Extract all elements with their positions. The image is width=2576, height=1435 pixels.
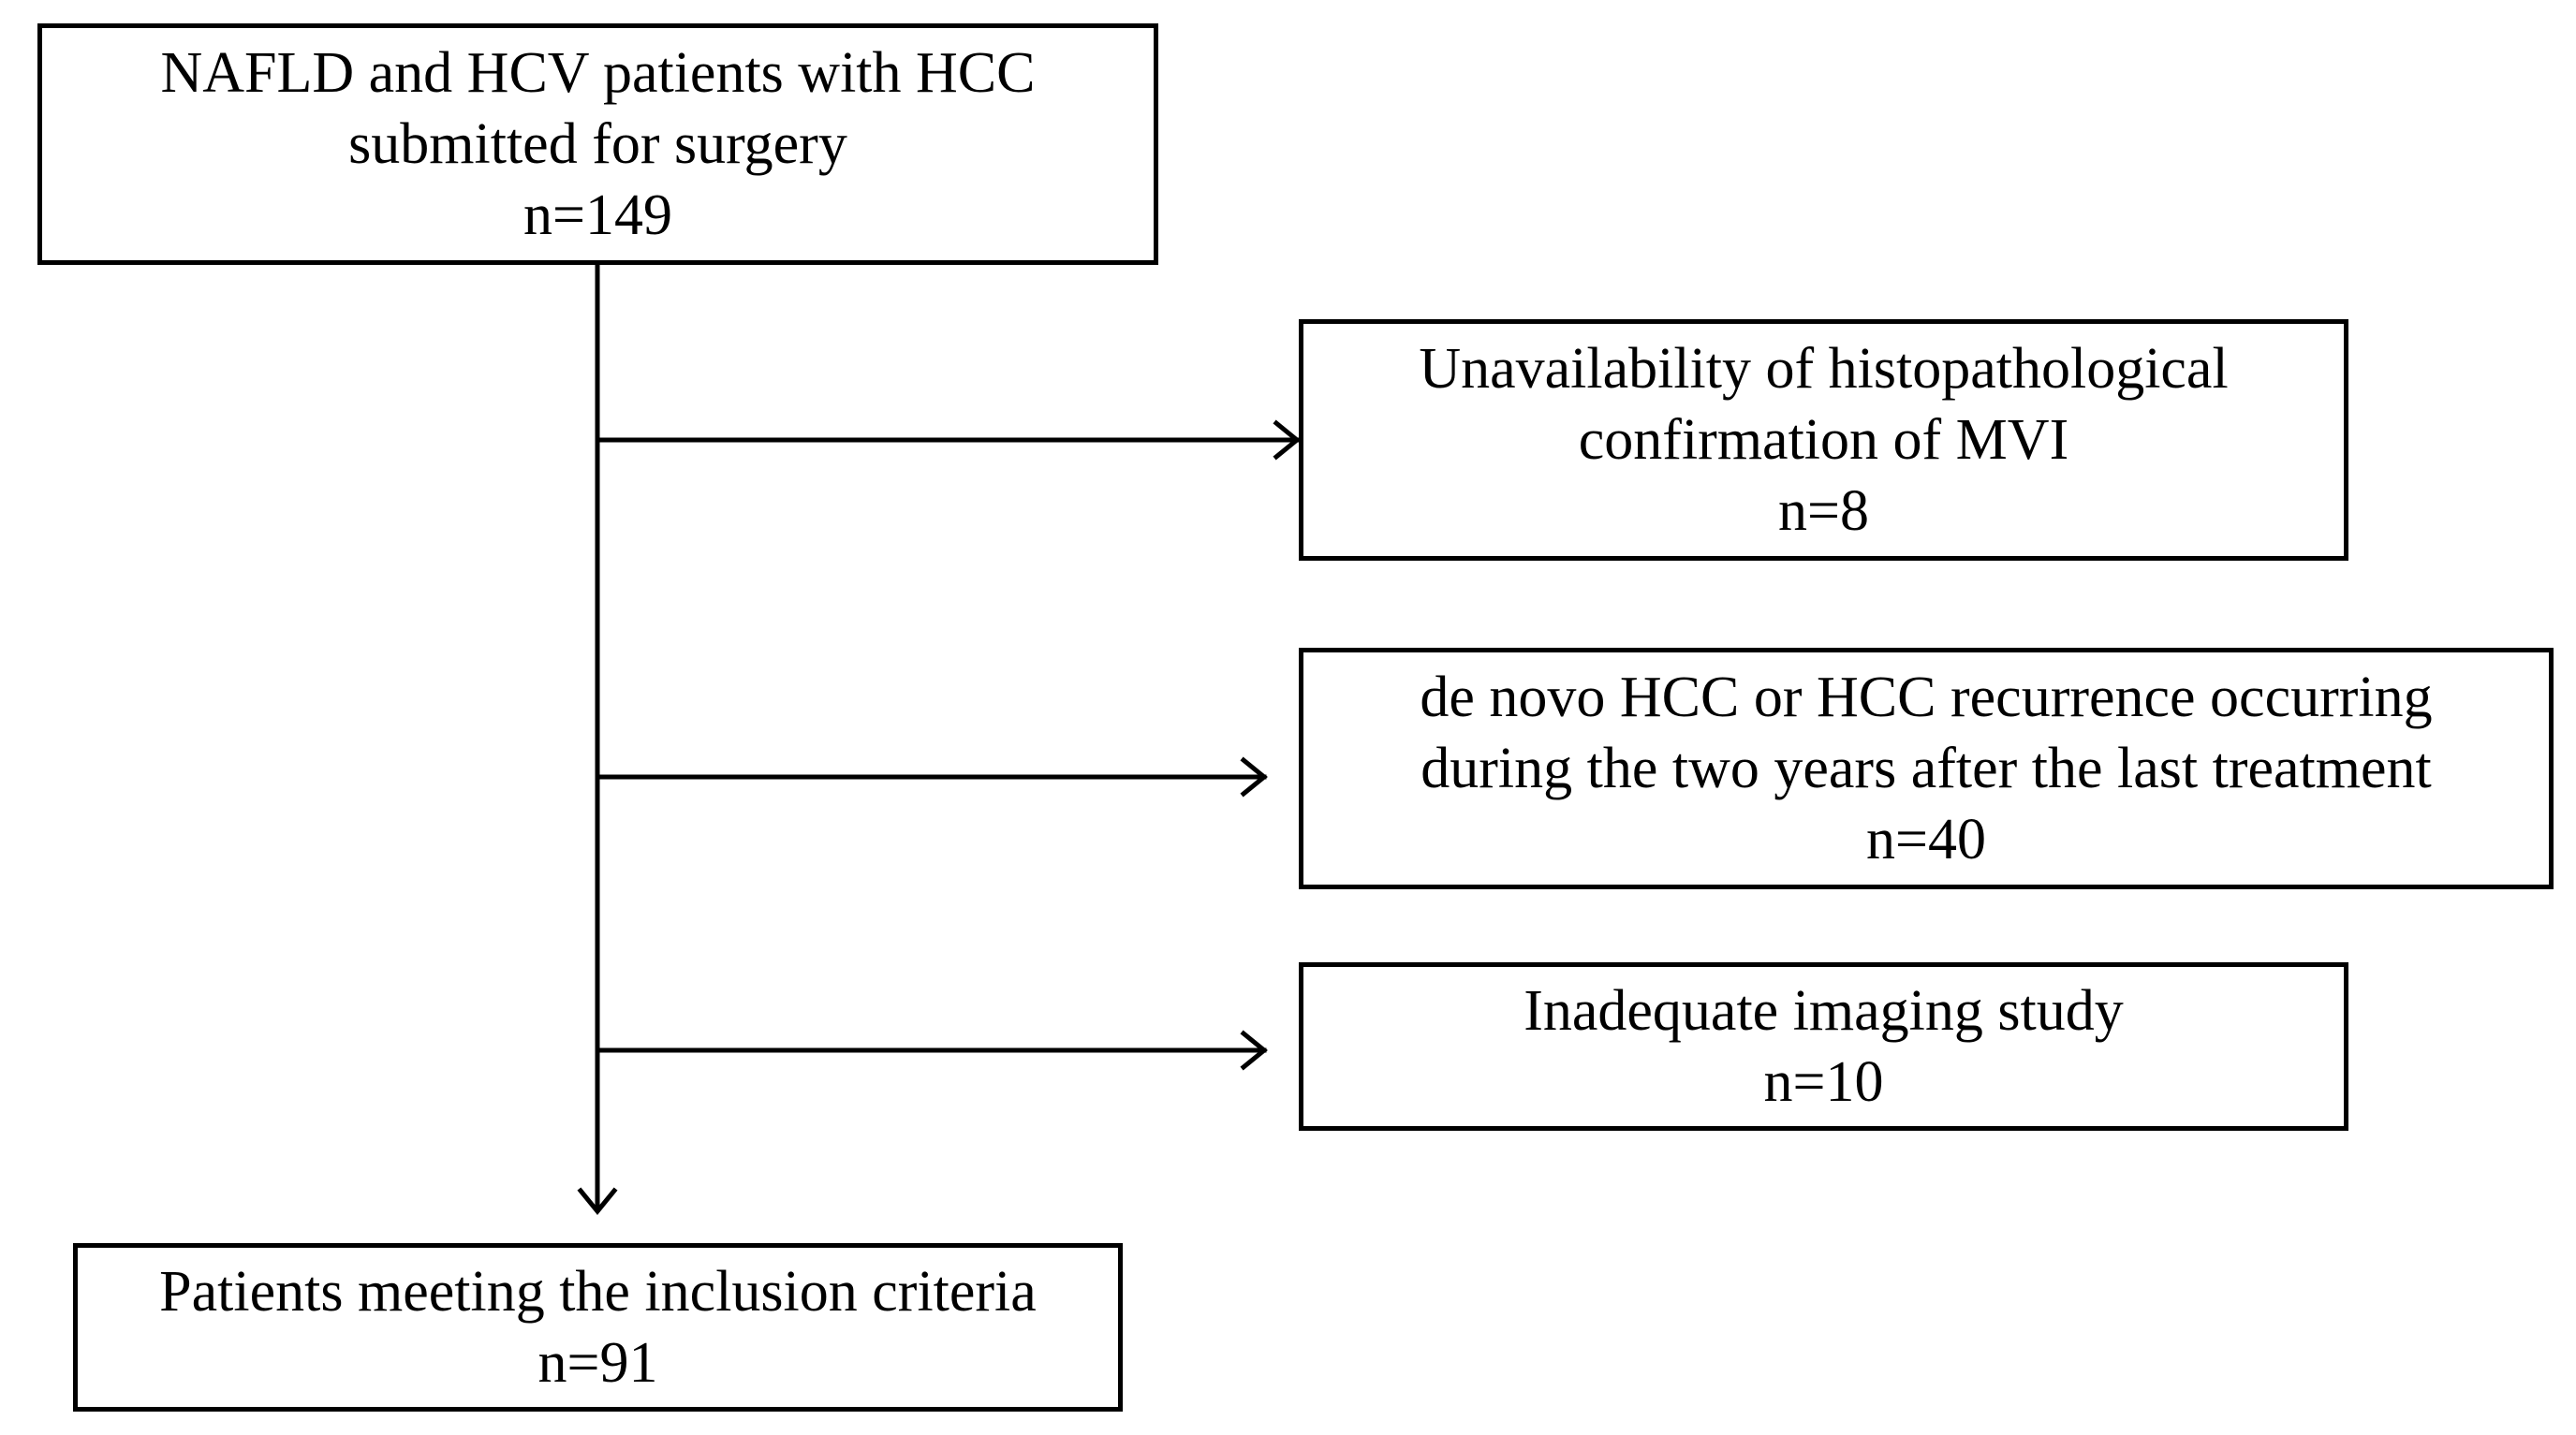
box-exclusion-imaging: Inadequate imaging study n=10 [1299, 962, 2348, 1131]
box-start-population: NAFLD and HCV patients with HCC submitte… [37, 23, 1158, 265]
box-final-cohort: Patients meeting the inclusion criteria … [73, 1243, 1123, 1412]
box-text-line: Patients meeting the inclusion criteria [159, 1260, 1037, 1324]
box-text-line: Inadequate imaging study [1524, 979, 2124, 1043]
exclusion-arrow-3-head [1240, 1030, 1268, 1071]
box-text-line: during the two years after the last trea… [1420, 737, 2432, 800]
box-text-line: NAFLD and HCV patients with HCC [160, 41, 1036, 105]
box-text-line: confirmation of MVI [1578, 408, 2069, 472]
box-count: n=40 [1866, 808, 1986, 871]
box-count: n=10 [1763, 1050, 1884, 1114]
box-count: n=149 [523, 183, 672, 247]
box-exclusion-recurrence: de novo HCC or HCC recurrence occurring … [1299, 648, 2554, 889]
box-count: n=8 [1778, 479, 1869, 543]
exclusion-arrow-1-head [1273, 419, 1301, 461]
box-exclusion-histopathology: Unavailability of histopathological conf… [1299, 319, 2348, 561]
box-text-line: Unavailability of histopathological [1419, 337, 2229, 401]
exclusion-arrow-2-head [1240, 756, 1268, 798]
main-flow-arrowhead [577, 1187, 618, 1215]
box-text-line: de novo HCC or HCC recurrence occurring [1420, 666, 2433, 729]
box-text-line: submitted for surgery [348, 112, 847, 176]
box-count: n=91 [537, 1331, 658, 1395]
